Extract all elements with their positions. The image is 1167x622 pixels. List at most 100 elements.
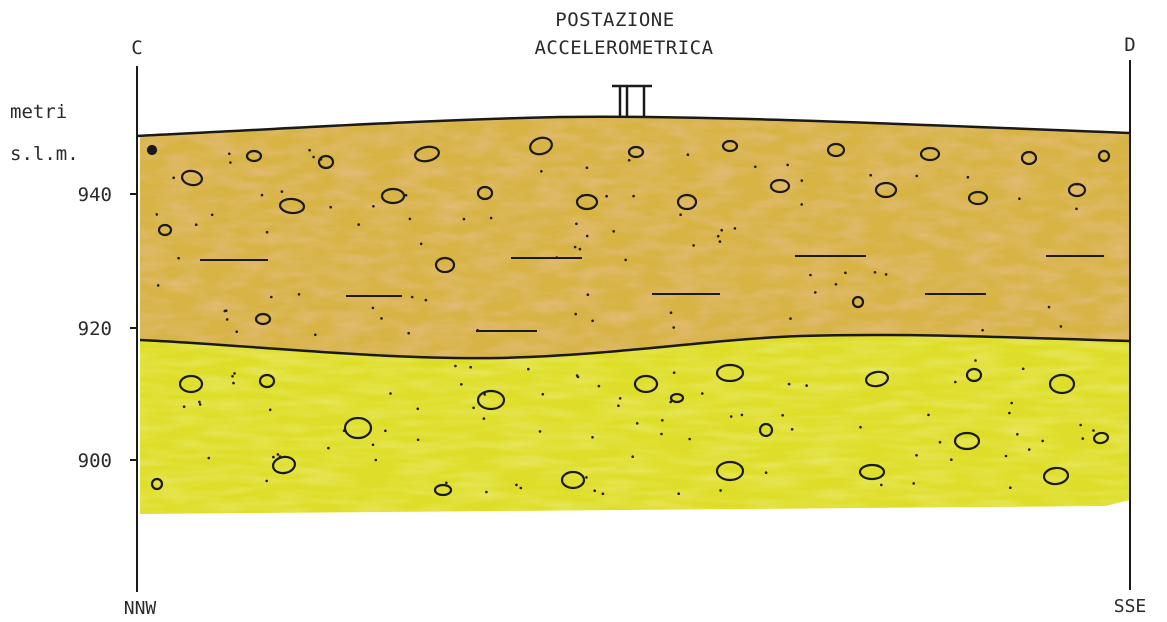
left-marker-label: C <box>131 37 142 59</box>
stipple-dot <box>579 248 582 251</box>
stipple-dot <box>527 368 530 371</box>
stipple-dot <box>472 407 475 410</box>
stipple-dot <box>320 158 323 161</box>
stipple-dot <box>916 175 919 178</box>
stipple-dot <box>915 454 918 457</box>
stipple-dot <box>198 401 201 404</box>
stipple-dot <box>490 217 493 220</box>
stipple-dot <box>624 259 627 262</box>
stipple-dot <box>1008 412 1011 415</box>
stipple-dot <box>800 203 803 206</box>
stipple-dot <box>483 393 486 396</box>
stipple-dot <box>231 375 234 378</box>
stipple-dot <box>631 455 634 458</box>
lower-layer-texture <box>140 335 1130 514</box>
stipple-dot <box>265 480 268 483</box>
stipple-dot <box>520 487 523 490</box>
stipple-dot <box>1076 183 1079 186</box>
stipple-dot <box>208 457 211 460</box>
stipple-dot <box>515 484 518 487</box>
stipple-dot <box>869 174 872 177</box>
stipple-dot <box>669 401 672 404</box>
stipple-dot <box>445 482 448 485</box>
stipple-dot <box>754 166 757 169</box>
stipple-dot <box>954 381 957 384</box>
stipple-dot <box>660 433 663 436</box>
stipple-dot <box>1016 433 1019 436</box>
stipple-dot <box>1010 402 1013 405</box>
stipple-dot <box>469 366 472 369</box>
stipple-dot <box>927 414 930 417</box>
stipple-dot <box>1018 197 1021 200</box>
unit-label-line-1: metri <box>10 101 67 123</box>
stipple-dot <box>687 153 690 156</box>
stipple-dot <box>195 223 198 226</box>
stipple-dot <box>719 489 722 492</box>
stipple-dot <box>1079 424 1082 427</box>
stipple-dot <box>281 190 284 193</box>
stipple-dot <box>981 329 984 332</box>
stipple-dot <box>372 205 375 208</box>
stipple-dot <box>859 426 862 429</box>
stipple-dot <box>420 243 423 246</box>
stipple-dot <box>673 371 676 374</box>
stipple-dot <box>1009 486 1012 489</box>
stipple-dot <box>593 489 596 492</box>
stipple-dot <box>874 271 877 274</box>
stipple-dot <box>261 194 264 197</box>
stipple-dot <box>298 293 301 296</box>
stipple-dot <box>1075 208 1078 211</box>
stipple-dot <box>1022 368 1025 371</box>
stipple-dot <box>574 246 577 249</box>
stipple-dot <box>380 317 383 320</box>
stipple-dot <box>228 153 231 156</box>
stipple-dot <box>734 227 737 230</box>
stipple-dot <box>939 441 942 444</box>
stipple-dot <box>417 408 420 411</box>
stipple-dot <box>575 223 578 226</box>
stipple-dot <box>460 383 463 386</box>
stipple-dot <box>672 326 675 329</box>
stipple-dot <box>677 492 680 495</box>
stipple-dot <box>720 229 723 232</box>
stipple-dot <box>485 491 488 494</box>
stipple-dot <box>454 365 457 368</box>
stipple-dot <box>586 235 589 238</box>
stipple-dot <box>912 482 915 485</box>
stipple-dot <box>224 310 227 313</box>
stipple-dot <box>279 455 282 458</box>
stipple-dot <box>312 156 315 159</box>
stipple-dot <box>417 439 420 442</box>
stipple-dot <box>425 299 428 302</box>
elevation-label-940: 940 <box>78 184 112 206</box>
stipple-dot <box>602 493 605 496</box>
stipple-dot <box>585 476 588 479</box>
stipple-dot <box>577 376 580 379</box>
stipple-dot <box>157 284 160 287</box>
left-direction-label: NNW <box>124 598 157 619</box>
elevation-label-900: 900 <box>78 450 112 472</box>
upper-layer-texture <box>140 117 1130 358</box>
stipple-dot <box>1060 325 1063 328</box>
stipple-dot <box>701 392 704 395</box>
stipple-dot <box>314 334 317 337</box>
stipple-dot <box>717 235 720 238</box>
title-line-2: ACCELEROMETRICA <box>534 37 713 59</box>
stipple-dot <box>844 272 847 275</box>
pebble <box>148 146 156 154</box>
stipple-dot <box>670 311 673 314</box>
stipple-dot <box>1005 455 1008 458</box>
stipple-dot <box>308 149 311 152</box>
stipple-dot <box>605 195 608 198</box>
elevation-label-920: 920 <box>78 318 112 340</box>
stipple-dot <box>233 372 236 375</box>
stipple-dot <box>765 471 768 474</box>
stipple-dot <box>211 214 214 217</box>
right-direction-label: SSE <box>1114 596 1147 617</box>
stipple-dot <box>226 318 229 321</box>
stipple-dot <box>781 414 784 417</box>
stipple-dot <box>679 213 682 216</box>
stipple-dot <box>619 397 622 400</box>
stipple-dot <box>277 453 280 456</box>
